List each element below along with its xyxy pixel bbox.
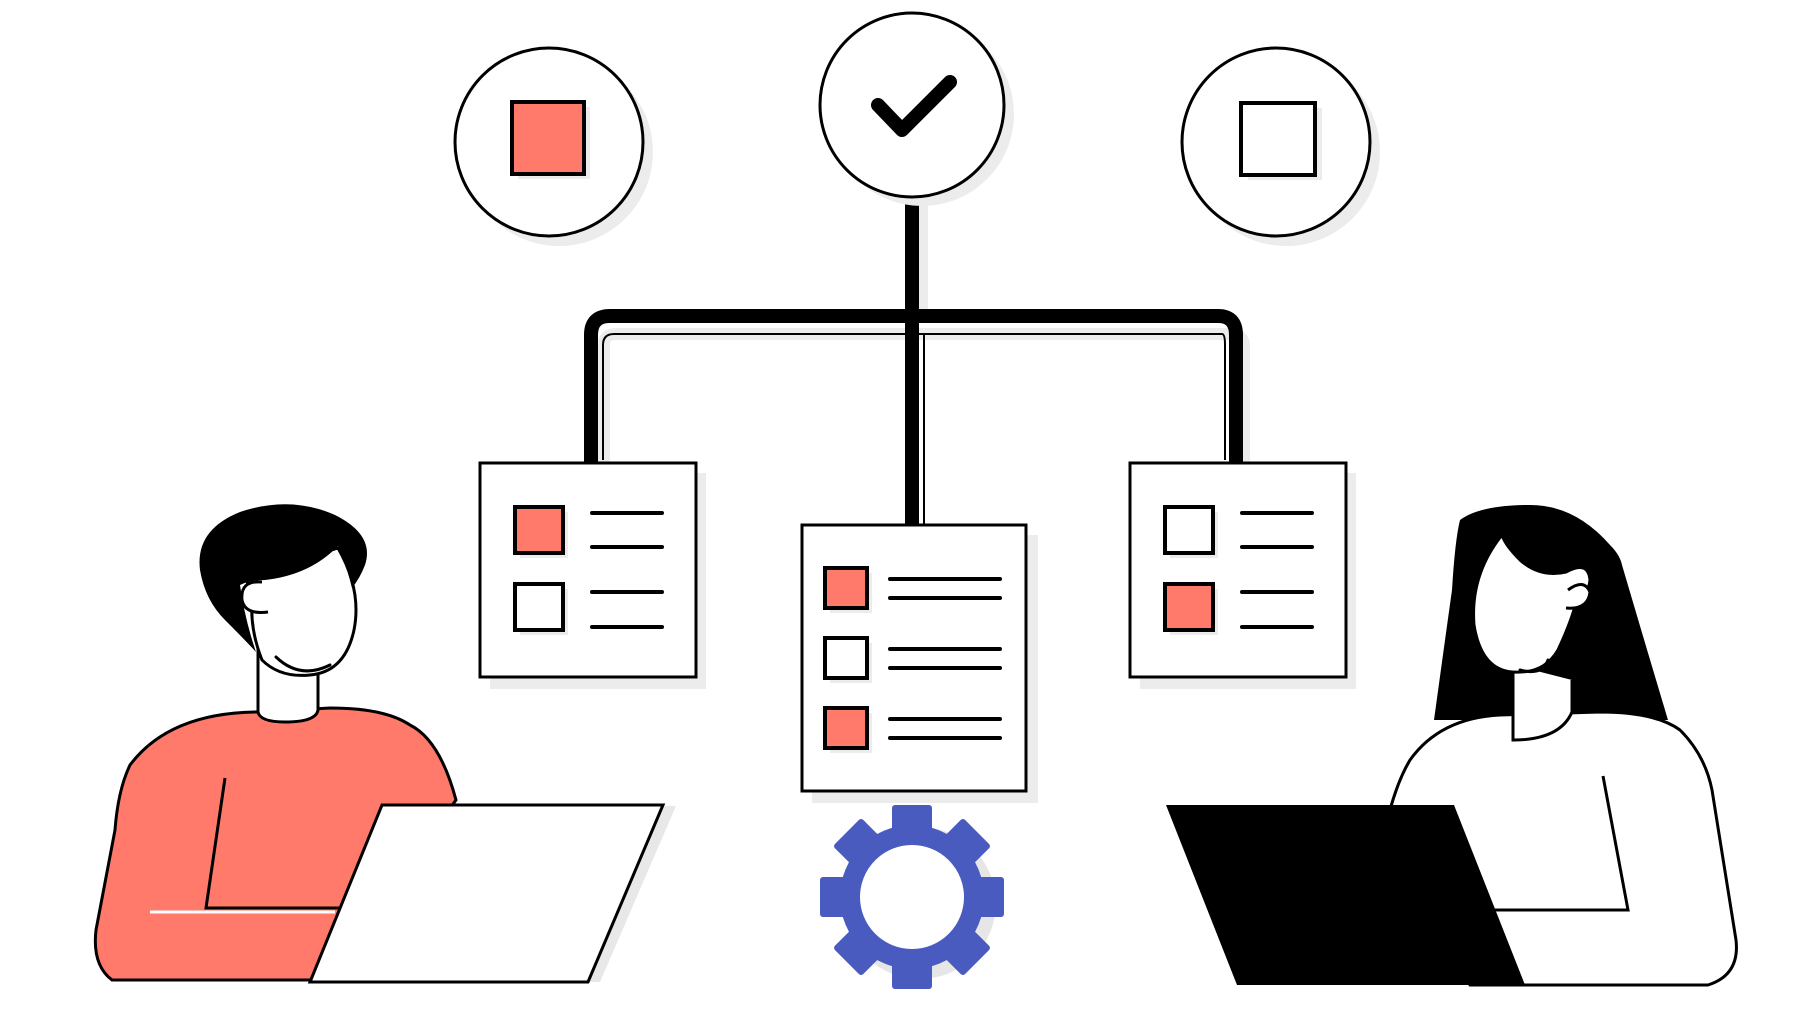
person-left-hair bbox=[199, 504, 367, 652]
checklist-item bbox=[513, 582, 664, 635]
connector-lines bbox=[584, 195, 1250, 530]
top-center-badge bbox=[818, 11, 1014, 206]
checklist-item bbox=[823, 566, 1002, 613]
top-right-badge bbox=[1180, 46, 1380, 246]
checklist-document-right bbox=[1128, 461, 1356, 689]
gear-icon bbox=[820, 805, 1004, 989]
checkmark-icon bbox=[871, 75, 957, 137]
checklist-item bbox=[1163, 582, 1314, 635]
checklist-item bbox=[823, 636, 1002, 683]
checked-square-icon bbox=[510, 100, 590, 179]
laptop-right bbox=[1166, 805, 1525, 985]
checklist-item bbox=[513, 505, 664, 558]
person-right-neck bbox=[1511, 665, 1574, 742]
empty-square-icon bbox=[1239, 101, 1322, 180]
checklist-item bbox=[1163, 505, 1314, 558]
checklist-item bbox=[823, 706, 1002, 753]
top-left-badge bbox=[453, 46, 653, 246]
checklist-document-left bbox=[478, 461, 706, 689]
checklist-document-center bbox=[800, 523, 1038, 803]
laptop-left bbox=[307, 803, 676, 984]
